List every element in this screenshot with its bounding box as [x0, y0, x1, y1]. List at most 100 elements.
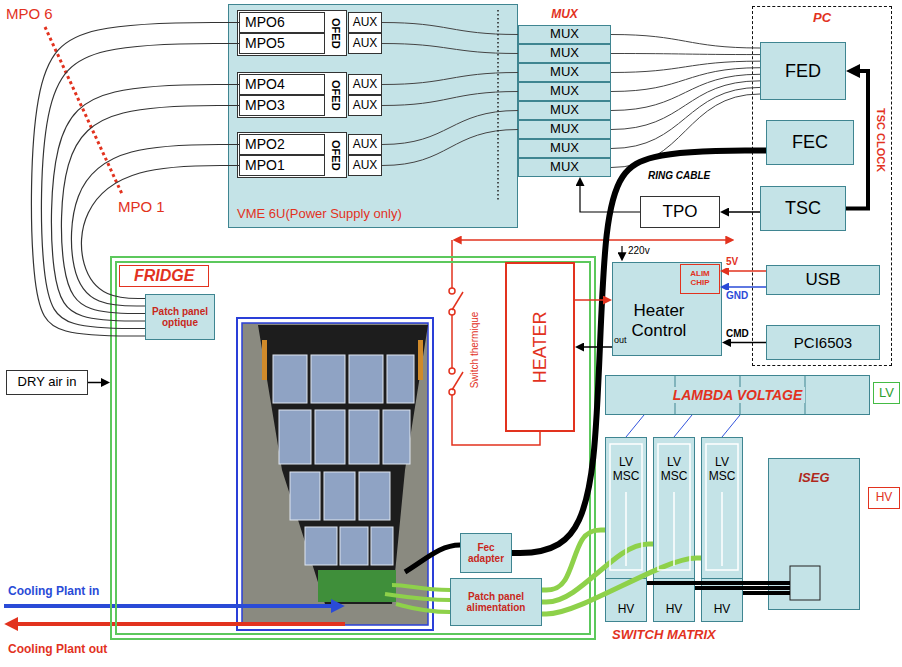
power-patch-panel: Patch panel alimentation: [450, 578, 542, 626]
mux-box: MUX: [518, 120, 611, 139]
mux-box: MUX: [518, 139, 611, 158]
connector: [647, 581, 768, 585]
aux-port: AUX: [348, 134, 382, 155]
node-label: OFED: [329, 140, 342, 171]
aux-port: AUX: [348, 95, 382, 116]
node-label: ISEG: [798, 471, 829, 486]
connector: [674, 415, 692, 437]
mux-group: MUXMUXMUXMUXMUXMUXMUXMUXMUX: [518, 25, 611, 177]
switch-contact: [449, 288, 455, 294]
sensor: [273, 355, 307, 403]
sensor: [387, 355, 414, 403]
connector: [611, 54, 760, 55]
fridge-enclosure: FRIDGEPatch panel optiqueHEATERFec adapt…: [110, 256, 596, 640]
node-label: LV MSC: [704, 456, 740, 484]
supply-divider: [740, 376, 741, 414]
connector: [726, 286, 766, 288]
hybrid-board: [318, 570, 396, 602]
dry-air-box: DRY air in: [6, 370, 88, 395]
node-label: TPO: [663, 202, 698, 222]
connector: [722, 415, 740, 437]
annotation: SWITCH MATRIX: [612, 628, 716, 643]
supply-divider: [805, 376, 806, 414]
orange-fitting: [262, 340, 267, 380]
annotation: Cooling Plant out: [8, 643, 107, 657]
connector: [542, 558, 701, 614]
node-label: OFED: [329, 18, 342, 49]
annotation: Cooling Plant in: [8, 585, 99, 599]
node-label: LAMBDA VOLTAGE: [670, 387, 806, 403]
node-label: MPO1: [245, 157, 285, 173]
connector: [726, 270, 766, 272]
sensor: [349, 410, 379, 464]
connector: [626, 415, 644, 437]
connector: [611, 81, 760, 130]
power-cable: [392, 585, 450, 590]
sensor: [290, 472, 320, 520]
lv-tag: LV: [873, 382, 900, 404]
node-label: FED: [785, 61, 821, 82]
photo-frame: [237, 318, 433, 630]
power-cable: [385, 594, 450, 600]
switch-wire: [451, 315, 453, 368]
mux-box: MUX: [518, 63, 611, 82]
connector: [512, 151, 766, 554]
msc-inner-bar: [673, 492, 675, 566]
node-label: MPO3: [245, 97, 285, 113]
connector: [542, 544, 653, 602]
node-label: TSC: [785, 198, 821, 219]
switch-wire: [451, 240, 453, 288]
connector: [611, 94, 760, 168]
mpo-port: MPO6: [239, 12, 325, 33]
sensor: [383, 410, 410, 464]
msc-inner-frame: [610, 444, 642, 570]
annotation: MPO 1: [118, 198, 165, 215]
silicon-sensors: [273, 355, 414, 565]
node-label: Patch panel alimentation: [453, 591, 539, 614]
connector: [382, 23, 518, 35]
connector: [41, 44, 239, 329]
hv-tag: HV: [868, 487, 900, 509]
connector: [542, 530, 605, 590]
node-label: LV MSC: [608, 456, 644, 484]
node-label: PCI6503: [794, 334, 852, 351]
annotation: RING CABLE: [646, 170, 712, 182]
node-label: HV: [618, 603, 635, 617]
mpo-port: MPO5: [239, 33, 325, 54]
node-label: LV: [879, 386, 894, 401]
connector: [382, 44, 518, 54]
msc-inner-frame: [658, 444, 690, 570]
mpo-port: MPO4: [239, 74, 325, 95]
alim-chip-box: ALIM CHIP: [680, 264, 720, 294]
power-wire: [459, 239, 728, 241]
sensor: [371, 527, 393, 565]
cooling-in-pipe: [4, 604, 335, 608]
node-label: USB: [806, 270, 841, 290]
msc-inner-bar: [625, 492, 627, 566]
node-label: MPO5: [245, 35, 285, 51]
edge-label: out: [614, 335, 627, 345]
cooling-out-pipe: [14, 622, 345, 626]
mains-arrow: [621, 246, 622, 255]
node-label: HV: [666, 603, 683, 617]
node-label: AUX: [353, 138, 378, 152]
power-cable: [396, 604, 450, 612]
connector: [846, 71, 868, 209]
node-label: LV MSC: [656, 456, 692, 484]
optical-patch-panel: Patch panel optique: [145, 294, 215, 340]
lambda-supply-band: LAMBDA VOLTAGE: [605, 375, 870, 415]
hv-cable-stub: [768, 581, 790, 585]
pc-frame: PCFEDFECTSCUSBPCI6503: [752, 6, 892, 366]
vme-crate: VME 6U(Power Supply only)OFEDMPO6MPO5AUX…: [228, 4, 518, 228]
orange-fitting: [418, 340, 423, 380]
connector: [611, 35, 760, 49]
mux-box: MUX: [518, 101, 611, 120]
mux-box: MUX: [518, 82, 611, 101]
node-label: DRY air in: [18, 375, 77, 390]
connector: [71, 145, 239, 307]
node-label: MUX: [550, 141, 579, 156]
pci-card-box: PCI6503: [766, 325, 880, 360]
switch-lever: [452, 372, 463, 390]
